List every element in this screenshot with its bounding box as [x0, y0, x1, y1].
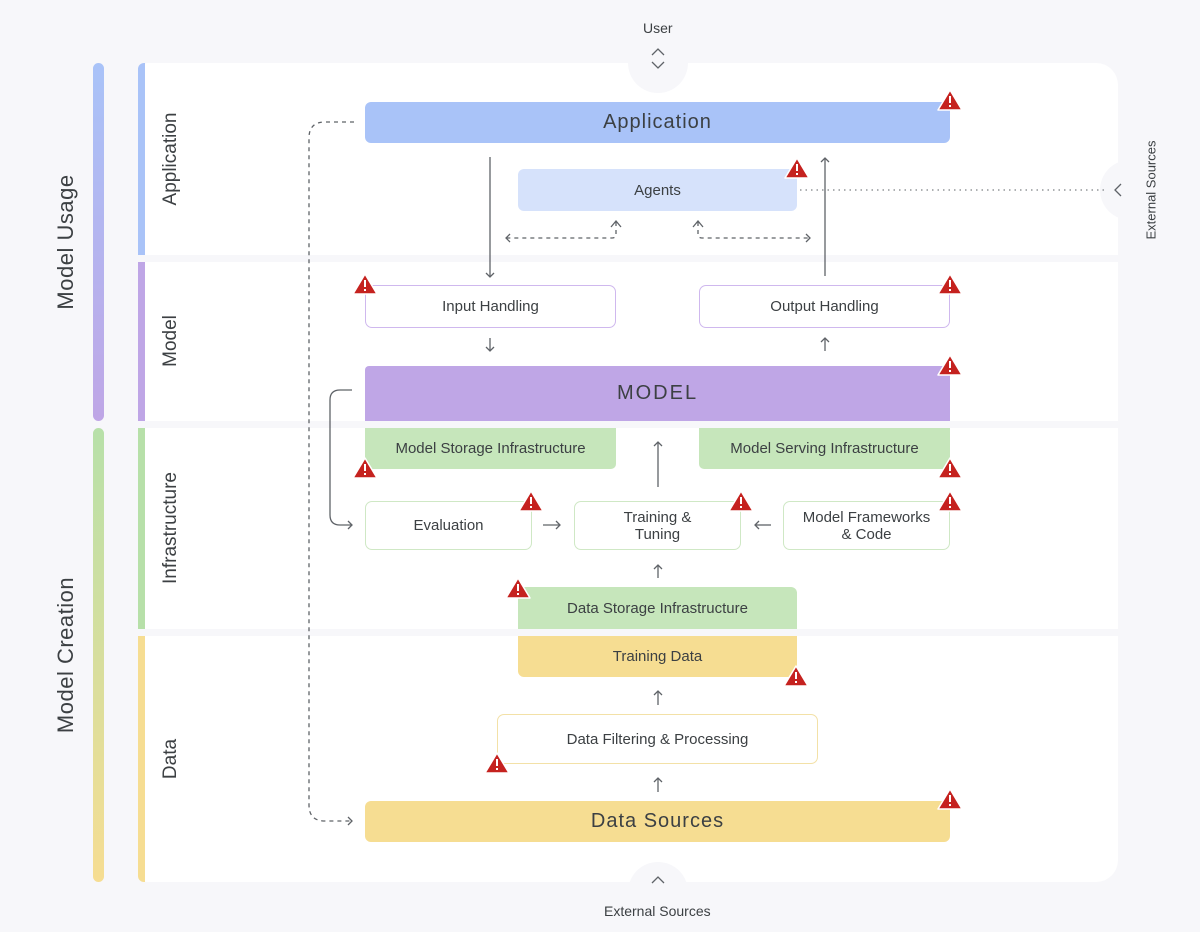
frameworks-line-2: & Code	[841, 525, 892, 543]
app-datasources-dashed	[308, 121, 354, 826]
bottom-notch	[628, 862, 688, 922]
agents-dashed-right	[697, 222, 811, 243]
evaluation-node: Evaluation	[365, 501, 532, 550]
agents-dashed-right-head	[692, 219, 704, 228]
user-chevrons	[651, 48, 665, 69]
right-notch	[1100, 160, 1160, 220]
risk-warning-icon	[352, 273, 378, 295]
data-storage-node: Data Storage Infrastructure	[518, 587, 797, 629]
risk-warning-icon	[937, 490, 963, 512]
application-node: Application	[365, 102, 950, 143]
application-stripe	[138, 63, 145, 255]
risk-warning-icon	[783, 665, 809, 687]
model-storage-node: Model Storage Infrastructure	[365, 428, 616, 469]
training-line-2: Tuning	[634, 525, 681, 543]
risk-warning-icon	[728, 490, 754, 512]
infrastructure-stripe	[138, 428, 145, 629]
model-to-evaluation-loop	[329, 389, 353, 530]
model-stripe	[138, 262, 145, 421]
risk-warning-icon	[937, 273, 963, 295]
training-line-1: Training &	[623, 508, 692, 526]
application-section	[138, 63, 1118, 255]
risk-warning-icon	[937, 457, 963, 479]
model-frameworks-node: Model Frameworks& Code	[783, 501, 950, 550]
model-node: MODEL	[365, 366, 950, 421]
external-sources-bottom-label: External Sources	[604, 903, 711, 919]
top-notch	[628, 33, 688, 93]
training-tuning-node: Training &Tuning	[574, 501, 741, 550]
risk-warning-icon	[505, 577, 531, 599]
model-serving-node: Model Serving Infrastructure	[699, 428, 950, 469]
frameworks-line-1: Model Frameworks	[802, 508, 931, 526]
risk-warning-icon	[484, 752, 510, 774]
user-label: User	[643, 20, 673, 36]
risk-warning-icon	[352, 457, 378, 479]
risk-warning-icon	[937, 89, 963, 111]
input-handling-node: Input Handling	[365, 285, 616, 328]
agents-dashed-left	[505, 222, 617, 243]
output-handling-node: Output Handling	[699, 285, 950, 328]
risk-warning-icon	[784, 157, 810, 179]
external-bottom-chevron	[651, 876, 665, 884]
model-usage-bar	[93, 63, 104, 421]
risk-warning-icon	[937, 788, 963, 810]
external-right-chevron	[1114, 183, 1122, 197]
training-data-node: Training Data	[518, 636, 797, 677]
risk-warning-icon	[518, 490, 544, 512]
risk-warning-icon	[937, 354, 963, 376]
model-creation-bar	[93, 428, 104, 882]
data-stripe	[138, 636, 145, 882]
data-filtering-node: Data Filtering & Processing	[497, 714, 818, 764]
agents-node: Agents	[518, 169, 797, 211]
data-sources-node: Data Sources	[365, 801, 950, 842]
agents-dashed-left-head	[610, 219, 622, 228]
